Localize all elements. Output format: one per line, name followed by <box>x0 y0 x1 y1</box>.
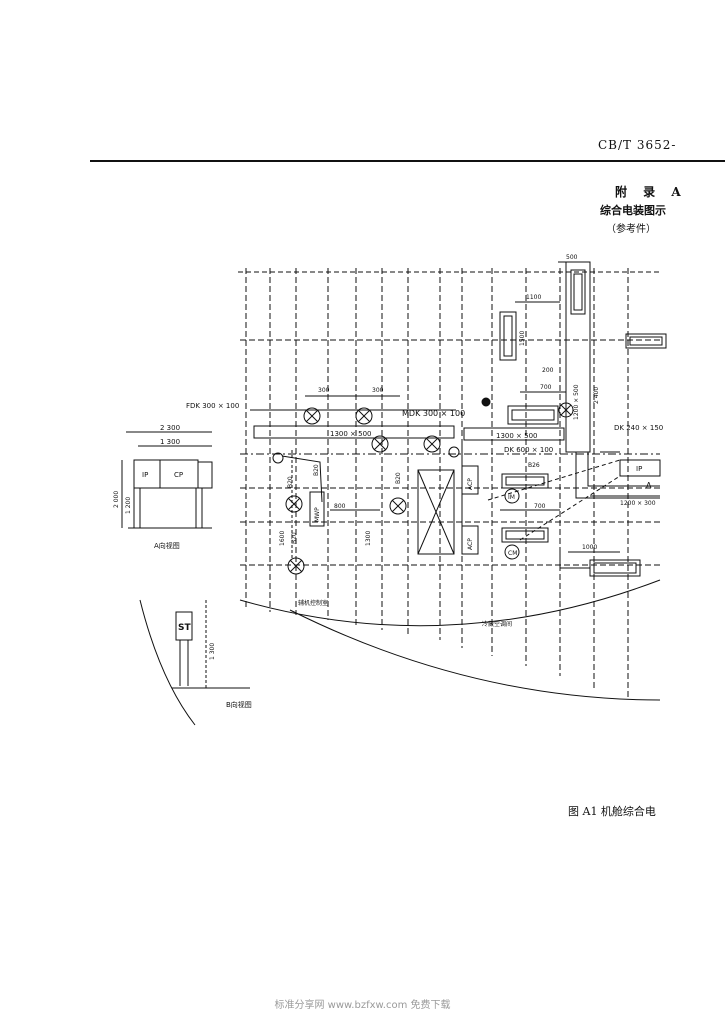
central-equipment <box>417 469 455 555</box>
dim-700: 700 <box>534 503 546 510</box>
label-a-marker: A <box>646 481 652 490</box>
fan-icon <box>371 435 389 453</box>
label-b20: B20 <box>287 476 294 488</box>
a-view-label: A向视图 <box>154 541 180 550</box>
room-label-right: 冷藏空调间 <box>482 620 512 628</box>
a-view-box-ip: IP <box>142 471 148 479</box>
light-fixture <box>501 473 549 489</box>
fan-icon <box>389 497 407 515</box>
dim-200: 200 <box>542 367 554 374</box>
fan-icon <box>287 557 305 575</box>
label-duct-mid: 1300 × 500 <box>496 432 538 440</box>
dim-1200-300: 1200 × 300 <box>620 500 656 507</box>
cable-duct-vertical <box>565 261 591 453</box>
acp-panel <box>461 525 479 555</box>
light-fixture-inner <box>593 562 637 574</box>
fan-icon <box>423 435 441 453</box>
label-ip-right: IP <box>636 465 642 473</box>
light-fixture-inner <box>511 409 555 421</box>
standard-code: CB/T 3652- <box>598 138 677 152</box>
central-equipment-x <box>417 469 455 555</box>
a-view-dim-2300: 2 300 <box>160 424 180 432</box>
light-fixture-inner <box>505 476 545 486</box>
footer-watermark: 标准分享网 www.bzfxw.com 免费下载 <box>274 1000 451 1011</box>
label-duct-left: 1300 × 500 <box>330 430 372 438</box>
figure-caption: 图 A1 机舱综合电 <box>568 805 656 818</box>
label-b26: B26 <box>528 462 540 469</box>
light-fixture-inner <box>629 336 663 346</box>
fixture-inner <box>573 273 583 311</box>
b-view-box-st: ST <box>178 623 191 633</box>
dim-300: 300 <box>318 387 330 394</box>
cable-run <box>519 475 621 541</box>
dim-1500: 1500 <box>519 331 526 346</box>
fan-icon <box>303 407 321 425</box>
room-label-left: 辅机控制室 <box>298 599 328 607</box>
fan-icon <box>558 402 574 418</box>
a-view-box-cp: CP <box>174 471 183 479</box>
label-mdk: MDK 300 × 100 <box>402 409 465 418</box>
cable-duct-main <box>253 425 455 439</box>
a-view-dim-2000: 2 000 <box>113 491 120 508</box>
header-rule <box>90 160 725 162</box>
cable-run <box>487 459 621 501</box>
a-view-dim-1300: 1 300 <box>160 438 180 446</box>
hull-curve-b <box>139 599 196 726</box>
duct-route-right <box>575 452 660 499</box>
dim-1000: 1000 <box>582 544 597 551</box>
b-view-panel-st <box>175 611 193 641</box>
label-b20: B20 <box>313 464 320 476</box>
label-duct-right: 1200 × 500 <box>573 384 580 420</box>
label-b20: B20 <box>291 532 298 544</box>
lamp-icon <box>272 452 284 464</box>
mwp-panel <box>309 491 325 527</box>
a-view-panel-side <box>197 461 213 489</box>
label-acp-top: ACP <box>467 478 474 490</box>
motor-cm-icon <box>504 544 520 560</box>
dim-500: 500 <box>566 254 578 261</box>
duct-route-right-inner <box>587 452 660 487</box>
label-mwp: MWP <box>314 507 321 522</box>
label-im: IM <box>508 494 515 501</box>
appendix-note: （参考件） <box>606 224 656 235</box>
light-fixture <box>507 405 559 425</box>
motor-im-icon <box>504 488 520 504</box>
a-view-dim-1200: 1 200 <box>125 497 132 514</box>
label-acp-bottom: ACP <box>467 538 474 550</box>
light-fixture-inner <box>505 530 545 540</box>
label-b20: B20 <box>395 472 402 484</box>
lamp-icon <box>481 397 491 407</box>
dim-300: 300 <box>372 387 384 394</box>
label-fdk: FDK 300 × 100 <box>186 402 239 410</box>
fixture-vertical <box>570 269 586 315</box>
dim-800: 800 <box>334 503 346 510</box>
cable-duct-mid <box>463 427 565 441</box>
fan-icon <box>285 495 303 513</box>
dim-1100: 1100 <box>526 294 541 301</box>
b-view-label: B向视图 <box>226 700 252 709</box>
light-fixture <box>625 333 667 349</box>
light-fixture <box>589 559 641 577</box>
fan-icon <box>355 407 373 425</box>
label-dk-mid: DK 600 × 100 <box>504 446 553 454</box>
panel-ip-right <box>619 459 661 477</box>
cable-run <box>281 455 323 503</box>
lamp-icon <box>448 446 460 458</box>
label-dk-right: DK 240 × 150 <box>614 424 663 432</box>
light-fixture <box>499 311 517 361</box>
appendix-title: 附 录 A <box>615 185 687 199</box>
label-cm: CM <box>508 550 517 557</box>
hull-curve <box>289 609 661 701</box>
dim-700: 700 <box>540 384 552 391</box>
light-fixture-inner <box>503 315 513 357</box>
cable-run <box>559 548 590 569</box>
light-fixture <box>501 527 549 543</box>
dim-1300: 1300 <box>365 531 372 546</box>
appendix-subtitle: 综合电装图示 <box>600 204 666 217</box>
dim-2400: 2 400 <box>593 387 600 404</box>
dim-1600: 1600 <box>279 531 286 546</box>
b-view-dim-1300: 1 300 <box>209 643 216 660</box>
